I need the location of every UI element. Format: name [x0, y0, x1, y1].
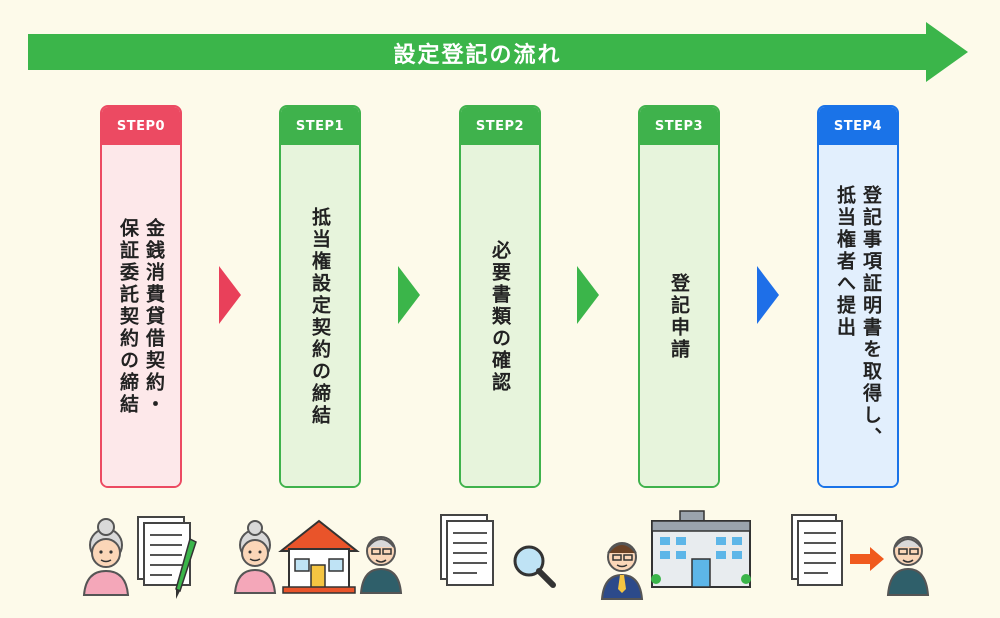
- arrow-right-icon: [219, 266, 241, 324]
- step-0-label: STEP0: [102, 107, 180, 145]
- flow-banner-arrow: [28, 22, 968, 82]
- illustration-couple-house: [233, 519, 403, 594]
- step-3-card: STEP3 登記申請: [638, 105, 720, 488]
- step-4-label: STEP4: [819, 107, 897, 145]
- illustration-submit-to-lender: [791, 514, 930, 596]
- step-3-label: STEP3: [640, 107, 718, 145]
- step-2-text: 必要書類の確認: [489, 239, 511, 394]
- official-man-icon: [600, 542, 644, 600]
- elderly-man-icon: [886, 536, 930, 596]
- flow-title: 設定登記の流れ: [393, 43, 562, 68]
- document-icon: [791, 514, 843, 586]
- illustration-documents-check: [440, 514, 556, 588]
- illustration-registry-office: [600, 510, 751, 600]
- elderly-woman-icon: [82, 518, 130, 596]
- step-2-label: STEP2: [461, 107, 539, 145]
- step-1-label: STEP1: [281, 107, 359, 145]
- step-0-text: 金銭消費貸借契約・ 保証委託契約の締結: [117, 217, 165, 416]
- document-icon: [440, 514, 494, 586]
- step-4-text: 登記事項証明書を取得し、 抵当権者へ提出: [834, 184, 882, 449]
- step-1-card: STEP1 抵当権設定契約の締結: [279, 105, 361, 488]
- step-1-text: 抵当権設定契約の締結: [309, 206, 331, 427]
- step-0-card: STEP0 金銭消費貸借契約・ 保証委託契約の締結: [100, 105, 182, 488]
- building-icon: [651, 510, 751, 588]
- pen-icon: [175, 537, 197, 599]
- step-4-card: STEP4 登記事項証明書を取得し、 抵当権者へ提出: [817, 105, 899, 488]
- arrow-right-icon: [577, 266, 599, 324]
- magnifier-icon: [513, 545, 556, 588]
- step-3-text: 登記申請: [668, 272, 690, 361]
- arrow-right-icon: [398, 266, 420, 324]
- arrow-right-icon: [757, 266, 779, 324]
- house-icon: [278, 519, 360, 594]
- elderly-woman-icon: [233, 520, 277, 594]
- illustration-woman-signing: [82, 516, 197, 599]
- elderly-man-icon: [359, 536, 403, 594]
- arrow-right-icon: [850, 547, 884, 571]
- step-2-card: STEP2 必要書類の確認: [459, 105, 541, 488]
